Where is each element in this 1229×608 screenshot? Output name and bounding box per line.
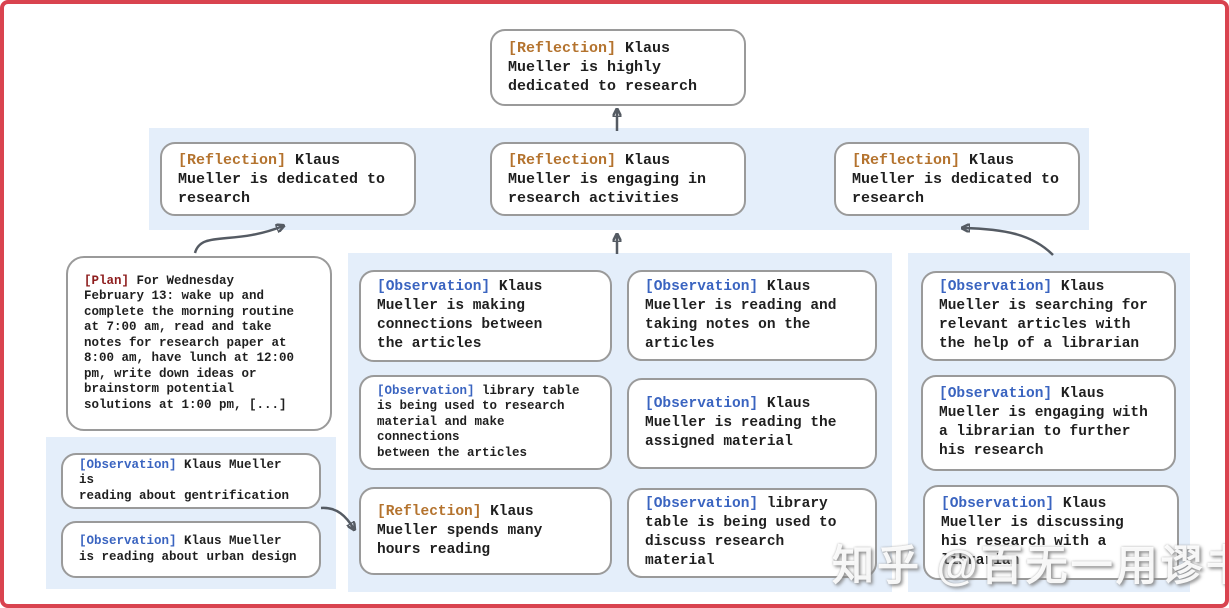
- node-observation-discussing: [Observation]Klaus Mueller is discussing…: [923, 485, 1179, 580]
- arrow-right-observations-to-ref3: [963, 228, 1054, 256]
- node-body: Klaus Mueller spends many hours reading: [377, 503, 543, 558]
- node-observation-taking-notes: [Observation]Klaus Mueller is reading an…: [627, 270, 877, 361]
- node-body: library table is being used to research …: [377, 383, 580, 460]
- reflection-tag: [Reflection]: [377, 503, 482, 520]
- node-observation-engaging: [Observation]Klaus Mueller is engaging w…: [921, 375, 1176, 471]
- reflection-tag: [Reflection]: [178, 151, 287, 169]
- observation-tag: [Observation]: [645, 496, 759, 512]
- node-body: Klaus Mueller is reading about urban des…: [79, 534, 297, 564]
- node-body: library table is being used to discuss r…: [645, 496, 837, 569]
- node-observation-connections: [Observation]Klaus Mueller is making con…: [359, 270, 612, 362]
- node-observation-assigned-material: [Observation]Klaus Mueller is reading th…: [627, 378, 877, 469]
- observation-tag: [Observation]: [645, 278, 759, 295]
- node-reflection-hours-reading: [Reflection]Klaus Mueller spends many ho…: [359, 487, 612, 575]
- observation-tag: [Observation]: [79, 457, 177, 472]
- reflection-tag: [Reflection]: [508, 40, 617, 57]
- node-body: Klaus Mueller is reading the assigned ma…: [645, 396, 837, 450]
- node-observation-library-discuss: [Observation]library table is being used…: [627, 488, 877, 578]
- node-body: Klaus Mueller is dedicated to research: [178, 151, 386, 207]
- observation-tag: [Observation]: [377, 279, 491, 295]
- node-body: Klaus Mueller is making connections betw…: [377, 279, 543, 352]
- node-body: Klaus Mueller is dedicated to research: [852, 151, 1060, 207]
- node-body: For Wednesday February 13: wake up and c…: [84, 273, 295, 412]
- reflection-tag: [Reflection]: [508, 151, 617, 169]
- observation-tag: [Observation]: [939, 279, 1053, 295]
- zhihu-watermark: 知乎 @百无一用谬书生: [832, 542, 1225, 589]
- observation-tag: [Observation]: [645, 396, 759, 412]
- node-reflection-root: [Reflection]Klaus Mueller is highly dedi…: [490, 29, 746, 106]
- observation-tag: [Observation]: [941, 495, 1055, 512]
- node-body: Klaus Mueller is highly dedicated to res…: [508, 40, 698, 95]
- observation-tag: [Observation]: [79, 534, 177, 548]
- node-body: Klaus Mueller is engaging in research ac…: [508, 151, 707, 207]
- node-body: Klaus Mueller is reading and taking note…: [645, 278, 837, 352]
- node-body: Klaus Mueller is engaging with a librari…: [939, 386, 1148, 459]
- reflection-tag: [Reflection]: [852, 151, 961, 169]
- node-observation-urban-design: [Observation]Klaus Mueller is reading ab…: [61, 521, 321, 578]
- node-body: Klaus Mueller is reading about gentrific…: [79, 457, 290, 503]
- node-body: Klaus Mueller is searching for relevant …: [939, 279, 1148, 352]
- node-reflection-dedicated-2: [Reflection]Klaus Mueller is dedicated t…: [834, 142, 1080, 216]
- node-observation-library-research: [Observation]library table is being used…: [359, 375, 612, 470]
- node-reflection-dedicated-1: [Reflection]Klaus Mueller is dedicated t…: [160, 142, 416, 216]
- node-observation-gentrification: [Observation]Klaus Mueller is reading ab…: [61, 453, 321, 509]
- node-reflection-engaging: [Reflection]Klaus Mueller is engaging in…: [490, 142, 746, 216]
- node-plan: [Plan]For Wednesday February 13: wake up…: [66, 256, 332, 431]
- arrow-plan-to-ref1: [193, 226, 283, 254]
- node-observation-searching: [Observation]Klaus Mueller is searching …: [921, 271, 1176, 361]
- plan-tag: [Plan]: [84, 273, 130, 288]
- node-body: Klaus Mueller is discussing his research…: [941, 495, 1124, 569]
- observation-tag: [Observation]: [939, 386, 1053, 402]
- observation-tag: [Observation]: [377, 383, 475, 398]
